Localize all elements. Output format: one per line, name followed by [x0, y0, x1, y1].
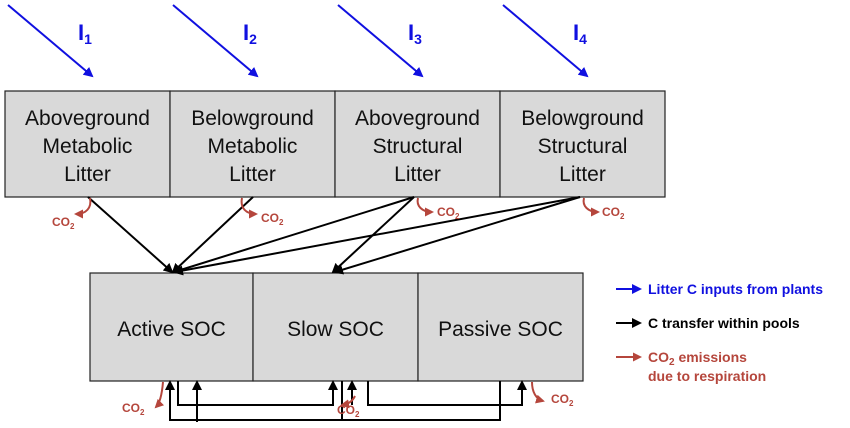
- litter-pool-aboveground-metabolic: Aboveground Metabolic Litter: [4, 90, 171, 198]
- litter-pool-label-line: Metabolic: [208, 135, 298, 158]
- litter-pool-aboveground-structural: Aboveground Structural Litter: [334, 90, 501, 198]
- input-arrow-1: [7, 4, 94, 78]
- input-arrow-2: [172, 4, 259, 78]
- co2-label-bgm: CO2: [261, 211, 284, 227]
- legend-inputs-label: Litter C inputs from plants: [648, 281, 823, 297]
- soc-pool-label: Passive SOC: [438, 318, 563, 341]
- soc-pool-active: Active SOC: [89, 272, 254, 382]
- co2-label-passive: CO2: [551, 392, 574, 408]
- litter-pool-label-line: Structural: [373, 135, 463, 158]
- transfer-arrow-agm-to-active: [87, 196, 174, 274]
- input-label-2: I2: [243, 20, 257, 47]
- litter-pool-belowground-structural: Belowground Structural Litter: [499, 90, 666, 198]
- co2-arrow-bgm: [240, 197, 258, 219]
- soc-pool-slow: Slow SOC: [252, 272, 419, 382]
- litter-pool-belowground-metabolic: Belowground Metabolic Litter: [169, 90, 336, 198]
- co2-arrow-bgs: [582, 197, 600, 217]
- litter-pool-label-line: Belowground: [191, 107, 314, 130]
- legend-emission-label-line2: due to respiration: [648, 368, 766, 384]
- input-label-3: I3: [408, 20, 422, 47]
- litter-pool-label-line: Aboveground: [25, 107, 150, 130]
- transfer-arrow-ags-to-active: [172, 196, 415, 275]
- litter-pool-label-line: Litter: [229, 163, 276, 186]
- input-label-4: I4: [573, 20, 587, 47]
- transfer-arrow-slow-to-passive: [367, 380, 527, 406]
- litter-pool-label-line: Litter: [394, 163, 441, 186]
- transfer-arrow-active-to-slow: [177, 380, 338, 406]
- co2-label-slow: CO2: [337, 403, 360, 419]
- co2-arrow-ags: [416, 197, 434, 217]
- litter-pool-label-line: Litter: [64, 163, 111, 186]
- transfer-arrow-slow-to-active: [196, 381, 343, 422]
- co2-emissions: [74, 197, 600, 409]
- co2-labels: CO2 CO2 CO2 CO2 CO2 CO2 CO2: [52, 205, 625, 419]
- soc-pool-label: Slow SOC: [287, 318, 384, 341]
- transfer-arrow-passive-to-active: [165, 380, 501, 421]
- litter-pool-label-line: Metabolic: [43, 135, 133, 158]
- co2-label-ags: CO2: [437, 205, 460, 221]
- co2-label-agm: CO2: [52, 215, 75, 231]
- litter-pools: Aboveground Metabolic Litter Belowground…: [4, 90, 666, 198]
- co2-arrow-active: [154, 381, 165, 409]
- soc-pool-passive: Passive SOC: [417, 272, 584, 382]
- legend-emission-label-line1: CO2 emissions: [648, 349, 747, 368]
- input-arrow-4: [502, 4, 589, 78]
- litter-to-soc-transfers: [87, 196, 581, 276]
- litter-pool-label-line: Belowground: [521, 107, 644, 130]
- transfer-arrow-bgm-to-active: [171, 196, 254, 274]
- input-arrow-3: [337, 4, 424, 78]
- transfer-arrow-bgs-to-slow: [333, 196, 581, 275]
- input-arrows: [7, 4, 589, 78]
- legend: Litter C inputs from plants C transfer w…: [616, 281, 823, 384]
- litter-pool-label-line: Structural: [538, 135, 628, 158]
- co2-label-active: CO2: [122, 401, 145, 417]
- co2-arrow-agm: [74, 197, 92, 219]
- legend-transfer-label: C transfer within pools: [648, 315, 800, 331]
- co2-arrow-passive: [531, 381, 545, 404]
- input-labels: I1 I2 I3 I4: [78, 20, 587, 47]
- soc-pools: Active SOC Slow SOC Passive SOC: [89, 272, 584, 382]
- litter-pool-label-line: Aboveground: [355, 107, 480, 130]
- co2-arrow-slow: [340, 395, 356, 409]
- soc-pool-label: Active SOC: [117, 318, 226, 341]
- co2-label-bgs: CO2: [602, 205, 625, 221]
- transfer-arrow-bgs-to-active: [173, 196, 581, 276]
- litter-pool-label-line: Litter: [559, 163, 606, 186]
- input-label-1: I1: [78, 20, 92, 47]
